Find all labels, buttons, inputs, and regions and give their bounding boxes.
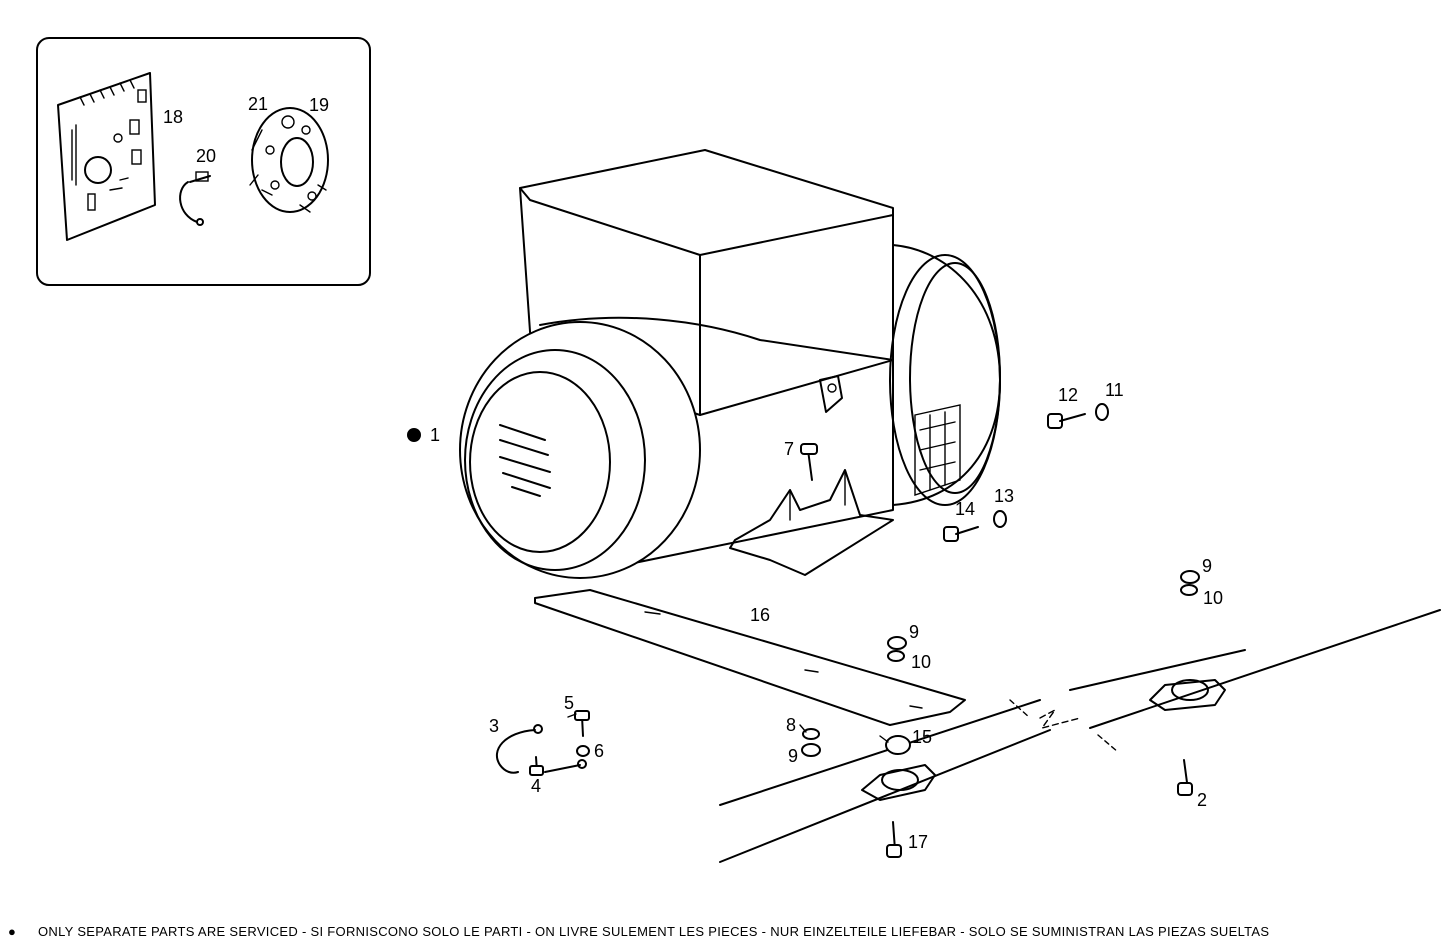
sensor-lead-part [179,171,211,226]
callout-10-right: 10 [1203,588,1224,608]
callout-17: 17 [908,832,929,852]
callout-21: 21 [248,94,269,114]
footnote: ● ONLY SEPARATE PARTS ARE SERVICED - SI F… [8,924,1444,946]
frame-rail [719,609,1441,863]
callout-15: 15 [912,727,933,747]
fasteners [495,403,1200,858]
callout-13: 13 [994,486,1015,506]
callout-2: 2 [1197,790,1208,810]
callout-4: 4 [531,776,542,796]
regulator-board-part [57,72,156,241]
base-rail-part [534,589,966,726]
callout-11: 11 [1105,380,1124,400]
callout-20: 20 [196,146,217,166]
callout-1: 1 [430,425,441,445]
callout-19: 19 [309,95,330,115]
callout-9-right: 9 [1202,556,1213,576]
callout-9-middle: 9 [909,622,920,642]
alternator-body [459,149,1001,579]
callout-3: 3 [489,716,500,736]
callout-10-middle: 10 [911,652,932,672]
footnote-bullet: ● [8,924,17,939]
callout-5: 5 [564,693,575,713]
spare-parts-inset [36,37,371,286]
footnote-text: ONLY SEPARATE PARTS ARE SERVICED - SI FO… [38,924,1270,939]
callout-6: 6 [594,741,605,761]
callout-9-lower: 9 [788,746,799,766]
callout-12: 12 [1058,385,1079,405]
callout-16: 16 [750,605,771,625]
rectifier-ring-part [249,107,329,213]
callout-8: 8 [786,715,797,735]
callout-18: 18 [163,107,184,127]
serviced-unit-marker [407,428,421,442]
callout-7: 7 [784,439,795,459]
callout-14: 14 [955,499,976,519]
